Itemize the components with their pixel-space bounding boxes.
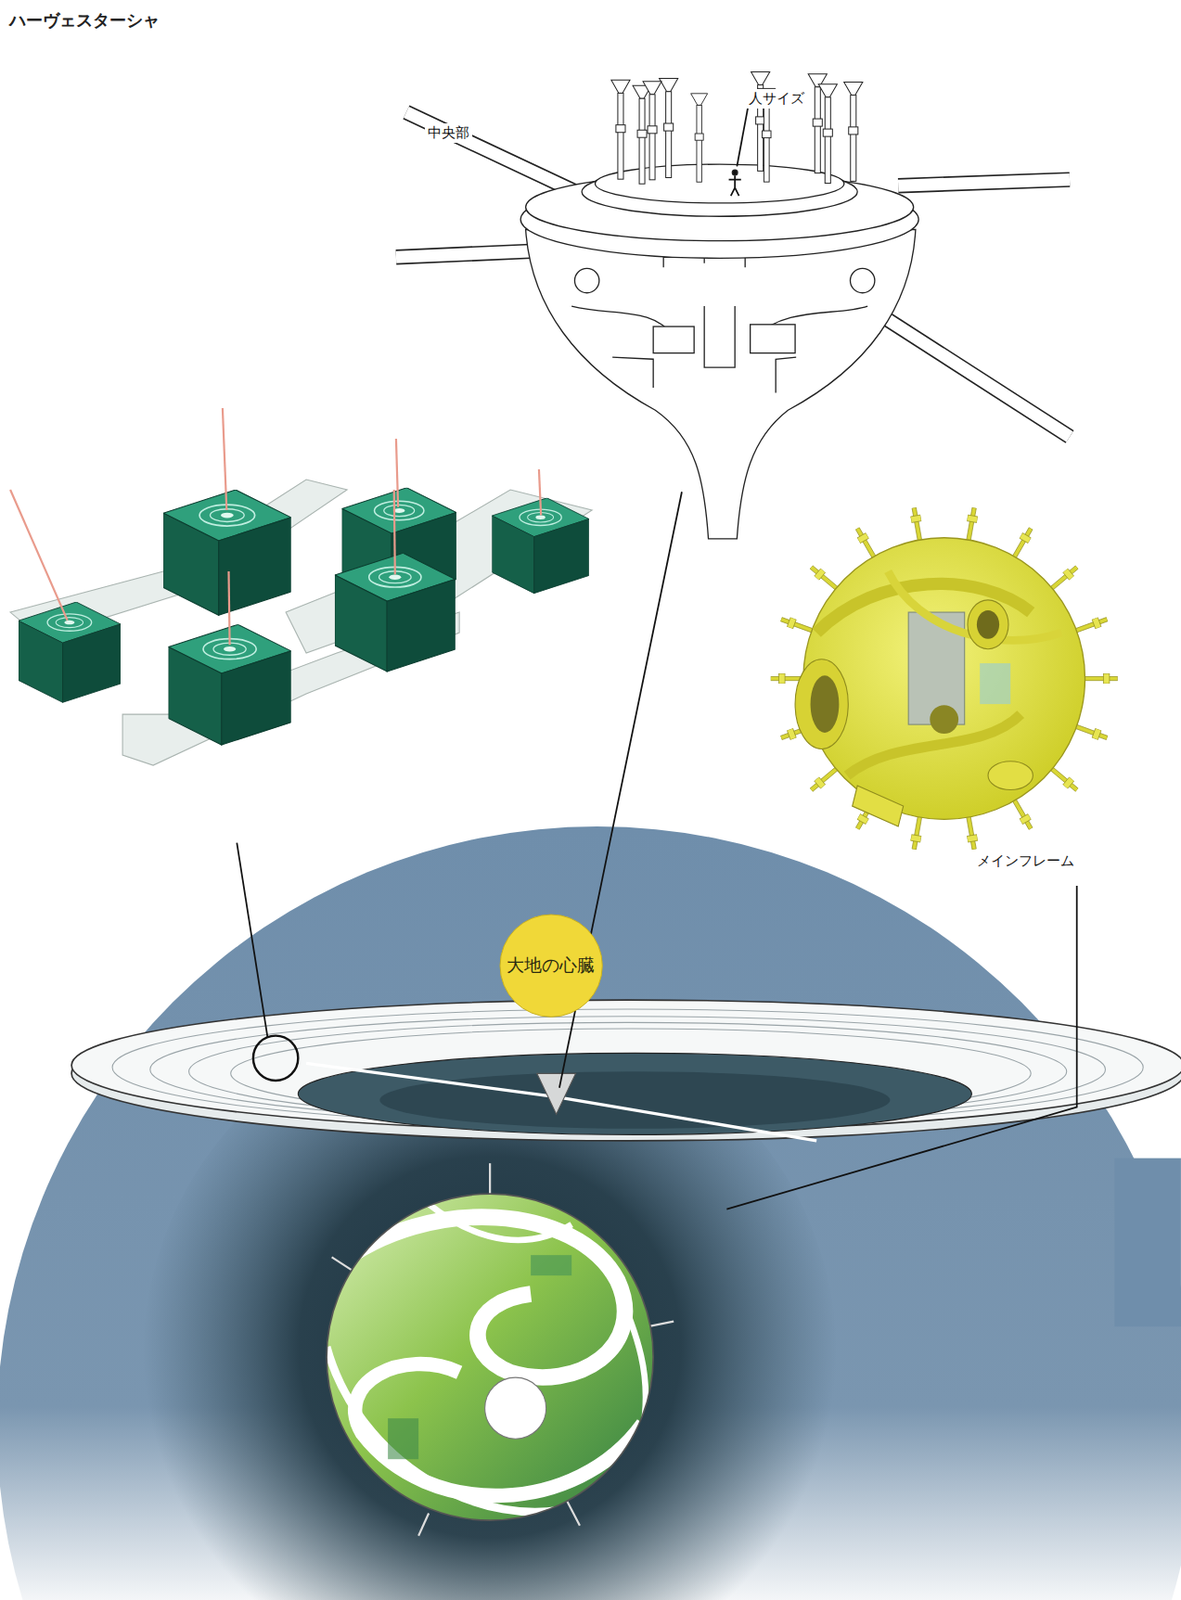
central-structure-part (653, 326, 694, 354)
mainframe-sphere-part (852, 785, 904, 827)
mainframe-globe-part (566, 1500, 580, 1527)
cell-cluster-part (10, 489, 68, 621)
central-structure-part (729, 175, 742, 196)
mainframe-globe-part (488, 1163, 491, 1194)
mainframe-globe-part-part (428, 1204, 572, 1241)
leader-lines (236, 105, 1077, 1209)
circle-fill (500, 914, 603, 1017)
part-label: 中央部 (424, 123, 473, 143)
mainframe-sphere (770, 506, 1118, 850)
mainframe-globe-part-part (387, 1418, 419, 1460)
diagram-title: ハーヴェスターシャ (9, 9, 160, 32)
cell-cluster-part (222, 408, 227, 511)
central-structure-part (691, 93, 708, 182)
mainframe-sphere-part (795, 659, 848, 750)
central-structure-part (594, 164, 844, 204)
harvest-ring-part (537, 1073, 577, 1115)
mainframe-globe-part-part (485, 1377, 547, 1439)
leader-lines-part (253, 1036, 298, 1081)
central-structure-part (844, 81, 863, 181)
mainframe-sphere-part (803, 538, 1086, 821)
central-structure-part (898, 179, 1070, 187)
cell-cluster-part (18, 602, 121, 703)
mainframe-sphere-part (976, 610, 1000, 640)
part-label: 人サイズ (745, 89, 808, 109)
central-structure-part (611, 79, 630, 180)
central-structure-part (526, 230, 916, 540)
harvest-ring (71, 1000, 1181, 1142)
central-structure-part (571, 306, 868, 394)
central-structure-part (396, 251, 537, 258)
mainframe-globe-part (648, 1322, 675, 1328)
mainframe-sphere-part (979, 663, 1011, 705)
dome-background-part (0, 826, 1181, 1600)
central-structure-part (642, 81, 662, 180)
mainframe-globe-part-part (336, 1217, 625, 1378)
harvest-ring-part (297, 1052, 972, 1135)
mainframe-globe-part-part (326, 1347, 582, 1513)
mainframe-globe (326, 1163, 674, 1537)
cell-cluster-part (394, 489, 396, 575)
mainframe-globe-part (418, 1513, 429, 1536)
node-text: 大地の心臓 (506, 953, 595, 978)
central-structure-part (659, 78, 679, 179)
harvest-ring-part (556, 1097, 818, 1142)
central-structure-part (818, 84, 837, 184)
core-circle: 大地の心臓 (499, 913, 604, 1018)
mainframe-globe-part (326, 1193, 654, 1521)
harvest-ring-part (306, 1063, 557, 1097)
leader-lines-part (726, 885, 1077, 1210)
central-structure-part (632, 85, 652, 184)
dome-background (0, 826, 1181, 1600)
dome-background-part (1114, 1158, 1181, 1328)
mainframe-globe-part-part (612, 1275, 646, 1429)
mainframe-globe-part (332, 1257, 353, 1271)
mainframe-sphere-part (929, 705, 959, 734)
central-structure-part (731, 169, 738, 176)
cell-cluster (10, 408, 592, 766)
mainframe-sphere-part (967, 600, 1009, 650)
mainframe-globe-part (326, 1204, 646, 1513)
central-structure-part (396, 251, 537, 258)
central-structure-part (574, 268, 599, 293)
part-label: メインフレーム (974, 851, 1078, 872)
cell-cluster-part (229, 571, 231, 645)
leader-lines-part (736, 105, 748, 167)
cell-cluster-part (396, 438, 398, 508)
central-structure-part (750, 324, 796, 354)
mainframe-globe-part (326, 1193, 654, 1521)
central-structure-part (898, 179, 1070, 187)
central-structure (396, 71, 1070, 539)
mainframe-globe-part-part (530, 1255, 572, 1276)
harvest-ring-part (379, 1071, 890, 1130)
cell-cluster-part (539, 469, 541, 516)
mainframe-sphere-part (988, 761, 1033, 791)
mainframe-globe-part-part (355, 1364, 643, 1497)
leader-lines-part (236, 843, 268, 1038)
central-structure-part (849, 268, 874, 293)
mainframe-sphere-part (810, 675, 840, 733)
